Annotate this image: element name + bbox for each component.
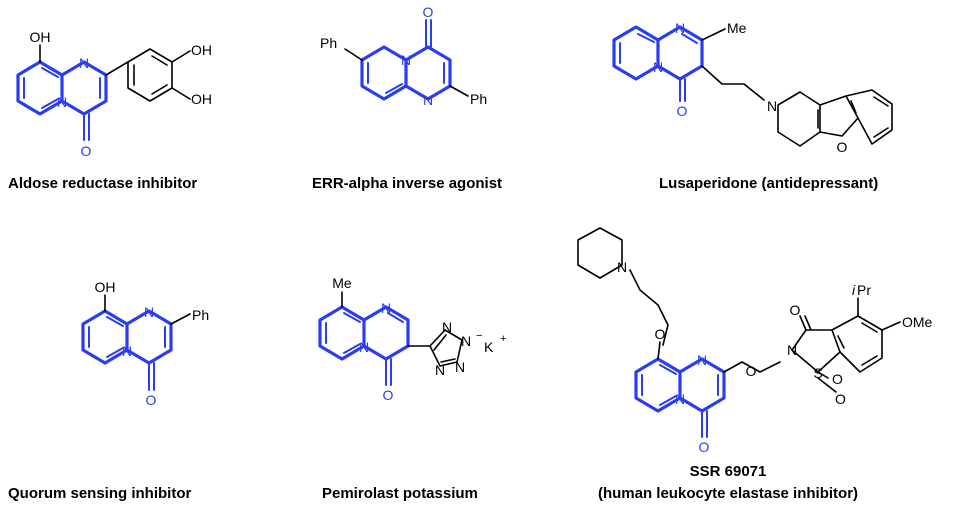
compound-aldose-reductase-inhibitor: N N O OH OH OH Aldose reductase inhibito… xyxy=(8,29,212,192)
caption-quorum-sensing-inhibitor: Quorum sensing inhibitor xyxy=(8,485,191,502)
atom-n-top: N xyxy=(79,55,89,71)
atom-o-carbonyl: O xyxy=(383,387,394,403)
caption-err-alpha-inverse-agonist: ERR-alpha inverse agonist xyxy=(312,175,502,192)
atom-o-furan: O xyxy=(837,139,848,155)
atom-n-bridge: N xyxy=(401,52,411,68)
caption-ssr-69071-name: SSR 69071 xyxy=(690,463,767,480)
atom-n-bridge: N xyxy=(122,343,132,359)
atom-o-carbonyl: O xyxy=(146,392,157,408)
label-oh-meta: OH xyxy=(191,91,212,107)
pyridopyrimidinone-core xyxy=(612,25,704,102)
atom-n-top: N xyxy=(381,300,391,316)
tetrahydro-benzofuropyridine xyxy=(777,89,893,147)
atom-n-bridge: N xyxy=(675,391,685,407)
atom-n-bridge: N xyxy=(57,94,67,110)
label-me: Me xyxy=(727,20,747,36)
label-oh-para: OH xyxy=(191,42,212,58)
compound-err-alpha-inverse-agonist: O N N Ph Ph ERR-alpha inverse agonist xyxy=(312,4,502,192)
label-ome: OMe xyxy=(902,314,933,330)
atom-o-lactam: O xyxy=(790,302,801,318)
atom-o-ether-link: O xyxy=(746,363,757,379)
compound-lusaperidone: N N O Me N O Lusaperidone (antidepressan… xyxy=(612,20,893,192)
atom-o-sulfonyl-2: O xyxy=(835,391,846,407)
atom-o-ether-peri: O xyxy=(655,326,666,342)
atom-n-top: N xyxy=(675,20,685,36)
label-ipr-i: i xyxy=(852,282,856,298)
atom-tetrazole-n3: N xyxy=(455,359,465,375)
piperidine-ring xyxy=(577,227,623,279)
catechol-ring xyxy=(127,48,173,102)
atom-n-piperidine: N xyxy=(617,259,627,275)
compound-ssr-69071: N O N N O O N S O O O i Pr OMe SSR 69071… xyxy=(577,227,933,502)
atom-o-sulfonyl-1: O xyxy=(832,371,843,387)
atom-o-carbonyl: O xyxy=(423,4,434,20)
pyridopyrimidinone-core xyxy=(360,19,452,101)
atom-tetrazole-n4: N xyxy=(435,362,445,378)
atom-n-bridge: N xyxy=(653,59,663,75)
tetrazole-ring xyxy=(429,329,463,367)
caption-aldose-reductase-inhibitor: Aldose reductase inhibitor xyxy=(8,175,197,192)
label-oh-peri: OH xyxy=(95,279,116,295)
benzisothiazolone-dioxide xyxy=(791,297,901,393)
atom-n-bridge: N xyxy=(359,339,369,355)
atom-s-sulfonyl: S xyxy=(813,365,822,381)
atom-o-carbonyl: O xyxy=(81,143,92,159)
compound-pemirolast-potassium: N N O Me N N N N − K + Pemirolast potass… xyxy=(318,275,506,502)
label-ph-pyridine: Ph xyxy=(320,35,337,51)
label-ipr-pr: Pr xyxy=(857,282,871,298)
label-anion-charge: − xyxy=(476,330,482,342)
atom-n-top: N xyxy=(144,304,154,320)
caption-ssr-69071-description: (human leukocyte elastase inhibitor) xyxy=(598,485,858,502)
caption-pemirolast-potassium: Pemirolast potassium xyxy=(322,485,478,502)
atom-n-top: N xyxy=(697,352,707,368)
atom-n-top: N xyxy=(423,92,433,108)
label-me: Me xyxy=(332,275,352,291)
label-counterion-plus: + xyxy=(500,333,506,345)
atom-n-sultam: N xyxy=(787,342,797,358)
atom-o-carbonyl: O xyxy=(677,103,688,119)
label-oh-peri: OH xyxy=(30,29,51,45)
atom-n-amine: N xyxy=(767,98,777,114)
atom-tetrazole-n2: N xyxy=(461,333,471,349)
atom-o-carbonyl: O xyxy=(699,439,710,455)
compound-quorum-sensing-inhibitor: N N O OH Ph Quorum sensing inhibitor xyxy=(8,279,209,502)
label-counterion-k: K xyxy=(484,339,494,355)
atom-tetrazole-n1: N xyxy=(442,319,452,335)
pyridopyrimidinone-core xyxy=(634,357,726,438)
label-ph-pyrimidine: Ph xyxy=(470,91,487,107)
caption-lusaperidone: Lusaperidone (antidepressant) xyxy=(659,175,878,192)
label-ph: Ph xyxy=(192,307,209,323)
